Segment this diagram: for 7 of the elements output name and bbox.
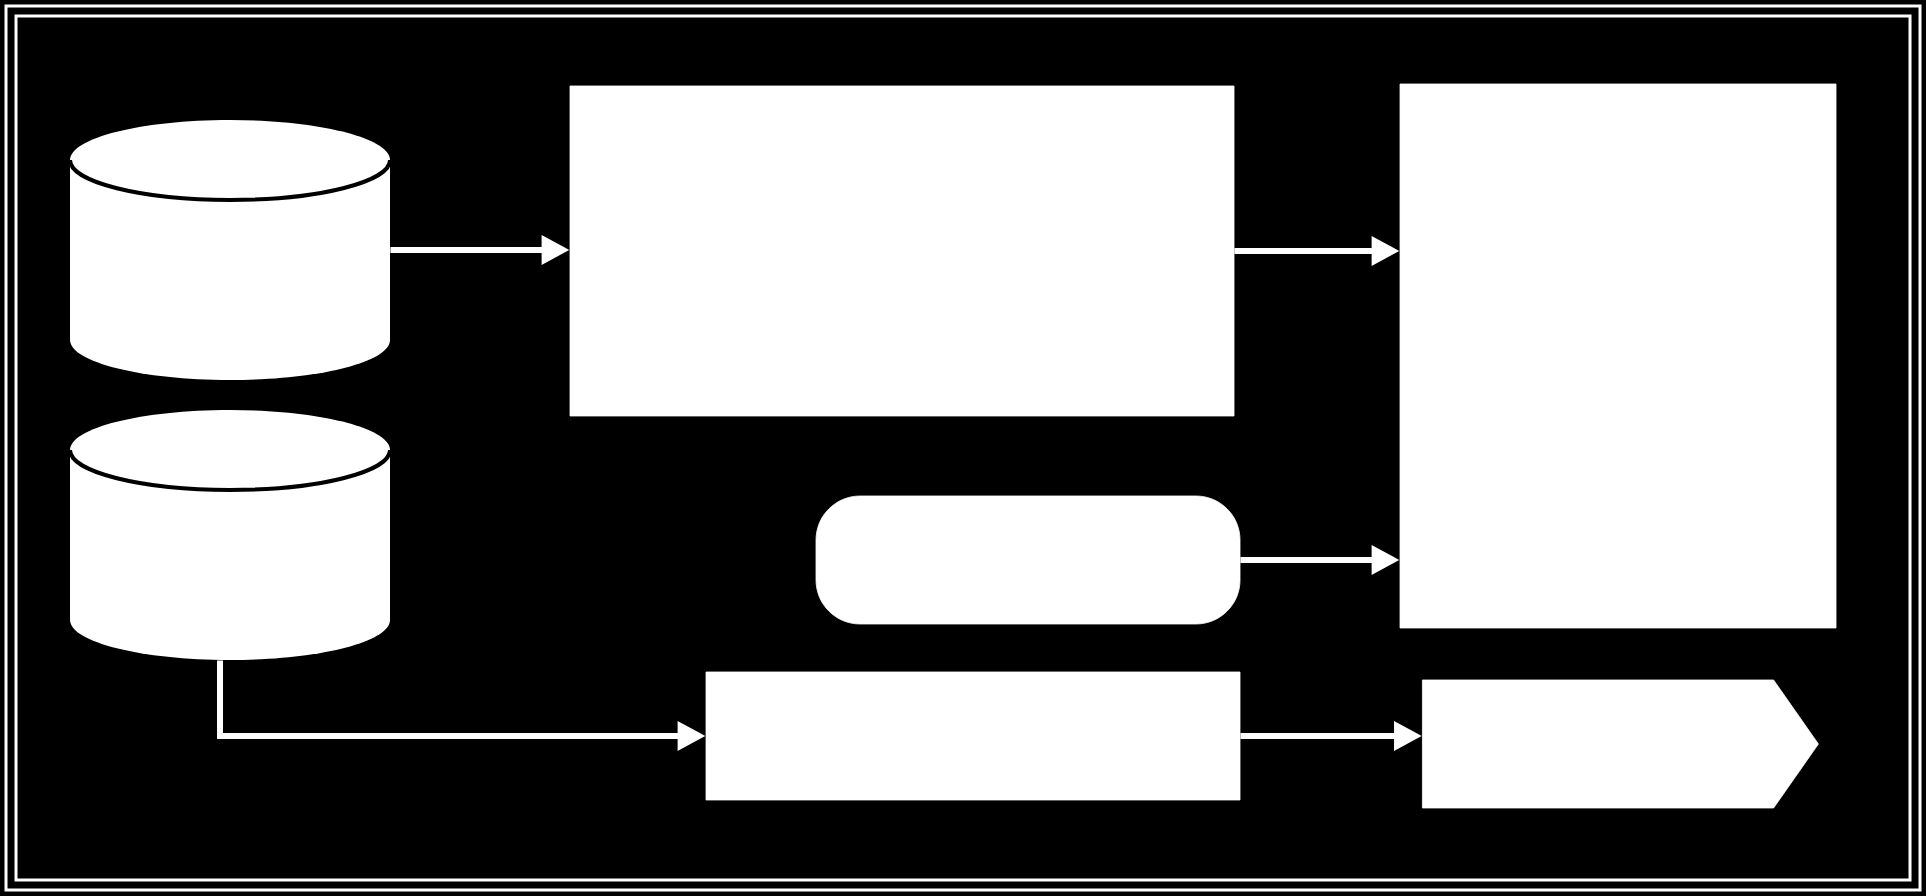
database-cylinder	[68, 410, 392, 660]
pentagon-arrow	[1422, 679, 1819, 809]
process-box	[1399, 83, 1837, 629]
process-box	[705, 671, 1241, 801]
process-box	[569, 85, 1235, 417]
database-cylinder	[68, 120, 392, 380]
rounded-box	[815, 495, 1241, 625]
